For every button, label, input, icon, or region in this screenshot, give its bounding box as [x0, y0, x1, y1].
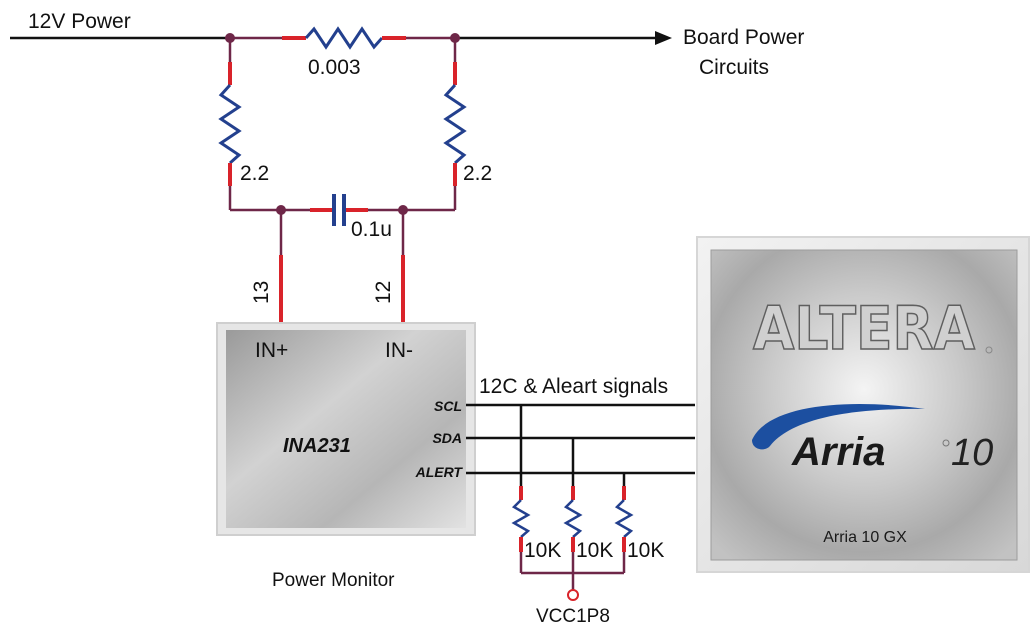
left-filter-resistor [218, 38, 242, 210]
arria-version-text: 10 [951, 432, 993, 474]
right-resistor-label: 2.2 [463, 162, 492, 185]
arria-logo-text: Arria [791, 430, 885, 474]
power-input-label: 12V Power [28, 10, 131, 33]
signal-scl-label: SCL [434, 398, 462, 414]
pullup-label-2: 10K [576, 539, 613, 562]
power-rail [10, 26, 672, 50]
signal-alert-label: ALERT [415, 464, 464, 480]
in-plus-label: IN+ [255, 339, 288, 362]
signal-bus [466, 403, 695, 488]
fpga-chip [696, 236, 1030, 573]
right-filter-resistor [443, 38, 467, 210]
shunt-value-label: 0.003 [308, 56, 361, 79]
monitor-chip-name: INA231 [283, 435, 351, 457]
registered-mark-icon [942, 439, 950, 447]
output-label-line1: Board Power [683, 26, 804, 49]
altera-logo: ALTERA [753, 294, 975, 364]
pin-12-label: 12 [372, 281, 395, 304]
power-monitor-chip [216, 322, 476, 536]
pin-13-label: 13 [250, 281, 273, 304]
pullup-label-1: 10K [524, 539, 561, 562]
junction-dot [225, 33, 235, 43]
supply-terminal [567, 589, 579, 601]
bus-label: 12C & Aleart signals [479, 375, 668, 398]
arria-swoosh-icon [752, 404, 925, 450]
supply-label: VCC1P8 [536, 606, 610, 627]
shunt-resistor [304, 26, 384, 50]
pullup-resistors [511, 486, 634, 601]
filter-capacitor [230, 194, 455, 226]
left-resistor-label: 2.2 [240, 162, 269, 185]
output-label-line2: Circuits [699, 56, 769, 79]
in-minus-label: IN- [385, 339, 413, 362]
signal-sda-label: SDA [432, 430, 462, 446]
pullup-label-3: 10K [627, 539, 664, 562]
arrow-head-icon [655, 31, 672, 45]
pin-leads [279, 210, 405, 325]
fpga-part-label: Arria 10 GX [823, 529, 907, 546]
registered-mark-icon [985, 346, 993, 354]
junction-dot [450, 33, 460, 43]
capacitor-label: 0.1u [351, 218, 392, 241]
monitor-caption: Power Monitor [272, 570, 395, 591]
